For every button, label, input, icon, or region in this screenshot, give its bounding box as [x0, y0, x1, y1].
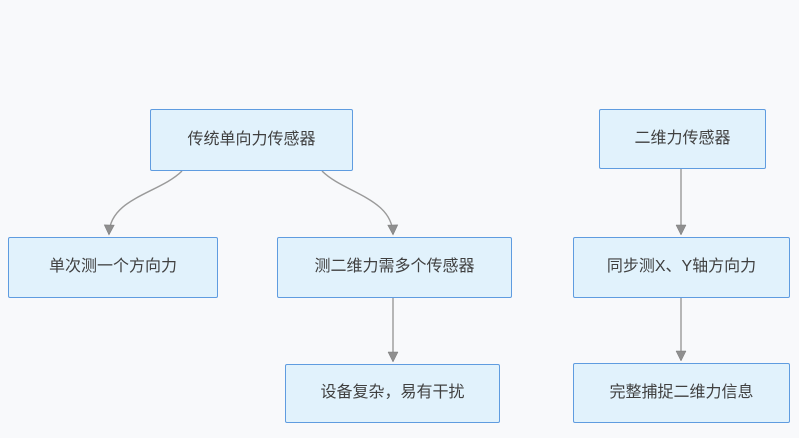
edge-traditional-sensor-to-multi-sensors-needed [321, 170, 399, 236]
node-label: 测二维力需多个传感器 [314, 258, 475, 276]
node-complex-interference: 设备复杂，易有干扰 [285, 364, 500, 423]
node-label: 单次测一个方向力 [48, 258, 177, 276]
node-multi-sensors-needed: 测二维力需多个传感器 [277, 237, 512, 298]
node-traditional-sensor: 传统单向力传感器 [150, 109, 353, 171]
node-label: 设备复杂，易有干扰 [320, 384, 465, 402]
edge-traditional-sensor-to-single-direction [103, 170, 183, 236]
node-label: 传统单向力传感器 [187, 130, 316, 148]
node-label: 完整捕捉二维力信息 [609, 383, 754, 401]
node-single-direction: 单次测一个方向力 [8, 237, 218, 298]
node-label: 同步测X、Y轴方向力 [606, 258, 757, 276]
node-capture-2d-info: 完整捕捉二维力信息 [573, 363, 790, 423]
node-two-dim-sensor: 二维力传感器 [599, 109, 766, 169]
node-sync-xy-measure: 同步测X、Y轴方向力 [573, 237, 790, 298]
node-label: 二维力传感器 [634, 129, 731, 147]
